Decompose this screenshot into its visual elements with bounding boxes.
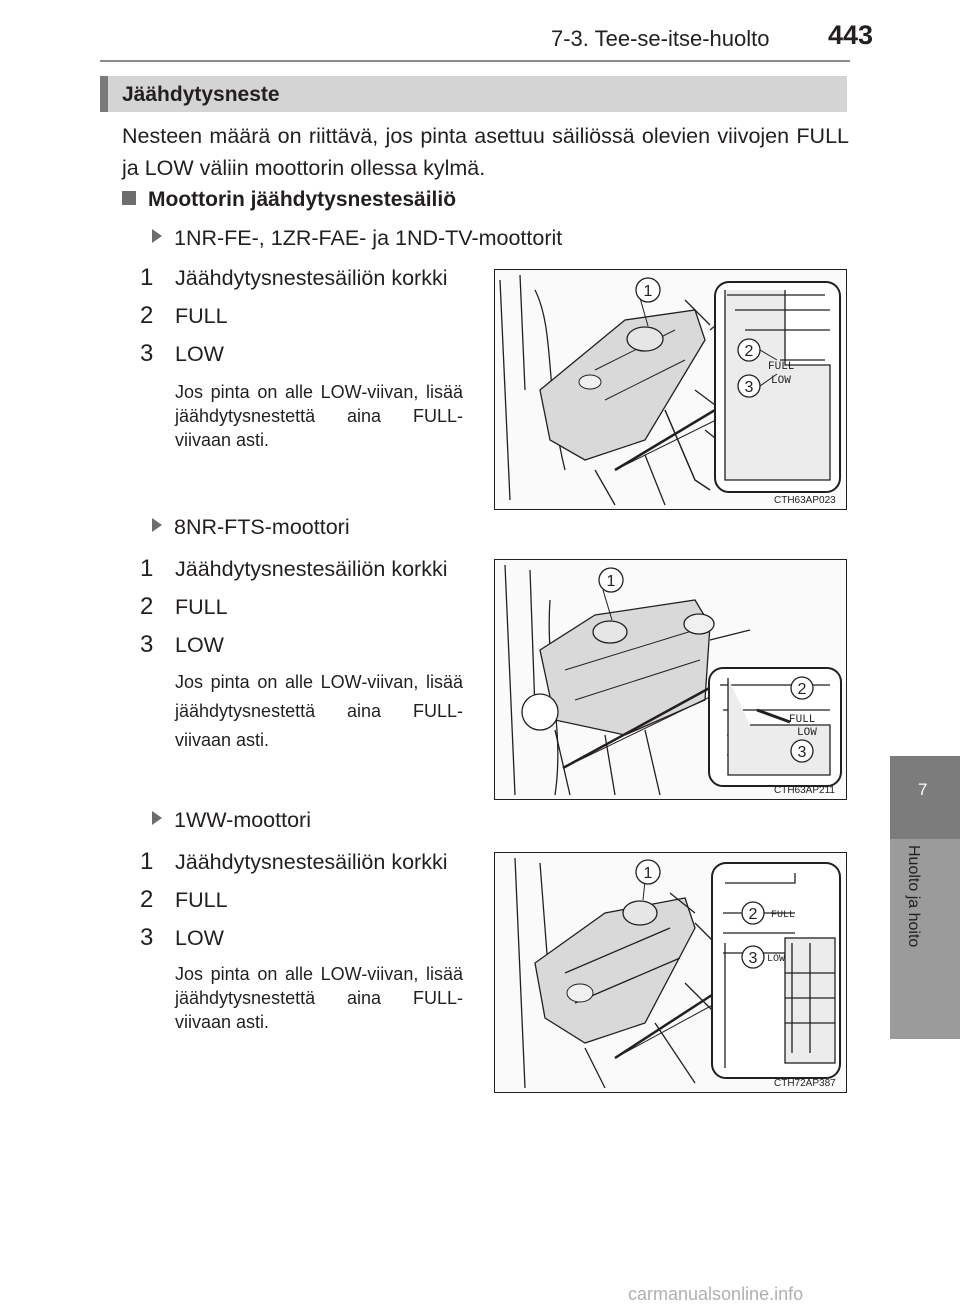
full-mark-label: FULL	[768, 361, 794, 373]
figure-callout: 3	[745, 379, 754, 396]
figure-callout: 2	[749, 906, 758, 923]
figure-code: CTH63AP211	[774, 785, 835, 796]
engine-figure-2: 1 2 3 FULL LOW CTH63AP211	[494, 559, 847, 800]
variant-title: 1WW-moottori	[174, 808, 311, 832]
chapter-label: Huolto ja hoito	[905, 845, 922, 948]
section-bar-accent	[100, 76, 108, 112]
low-mark-label: LOW	[771, 375, 791, 387]
note-text: Jos pinta on alle LOW-viivan, lisää jääh…	[175, 964, 463, 1032]
variant-title: 1NR-FE-, 1ZR-FAE- ja 1ND-TV-moottorit	[174, 226, 563, 250]
item-label: FULL	[175, 595, 228, 619]
figure-callout: 2	[745, 343, 754, 360]
item-number: 3	[140, 631, 154, 658]
variant-heading: 8NR-FTS-moottori	[152, 515, 350, 540]
engine-figure-3: 1 2 3 FULL LOW CTH72AP387	[494, 852, 847, 1093]
item-label: FULL	[175, 304, 228, 328]
full-mark-label: FULL	[771, 910, 795, 921]
figure-callout: 2	[798, 681, 807, 698]
subheading: Moottorin jäähdytysnestesäiliö	[122, 188, 456, 212]
item-number: 2	[140, 886, 154, 913]
triangle-bullet-icon	[152, 811, 162, 825]
variant-heading: 1WW-moottori	[152, 808, 311, 833]
item-number: 2	[140, 593, 154, 620]
note-text: Jos pinta on alle LOW-viivan, lisää jääh…	[175, 382, 463, 450]
header-section-title: 7-3. Tee-se-itse-huolto	[551, 26, 770, 51]
figure-callout: 3	[749, 950, 758, 967]
figure-code: CTH72AP387	[774, 1078, 836, 1089]
item-label: LOW	[175, 926, 224, 950]
section-title: Jäähdytysneste	[122, 83, 280, 106]
triangle-bullet-icon	[152, 229, 162, 243]
item-number: 3	[140, 340, 154, 367]
item-number: 1	[140, 264, 154, 291]
triangle-bullet-icon	[152, 518, 162, 532]
subheading-text: Moottorin jäähdytysnestesäiliö	[148, 188, 457, 211]
watermark: carmanualsonline.info	[628, 1284, 804, 1304]
low-mark-label: LOW	[767, 954, 785, 965]
figure-callout: 1	[644, 865, 653, 882]
item-label: FULL	[175, 888, 228, 912]
page-number: 443	[828, 20, 874, 50]
low-mark-label: LOW	[797, 727, 817, 739]
figure-code: CTH63AP023	[774, 495, 836, 506]
item-number: 1	[140, 848, 154, 875]
item-number: 1	[140, 555, 154, 582]
engine-illustration: 1 2 3 FULL LOW CTH72AP387	[514, 857, 841, 1089]
chapter-tab: 7	[890, 756, 960, 839]
chapter-number: 7	[918, 780, 928, 799]
variant-heading: 1NR-FE-, 1ZR-FAE- ja 1ND-TV-moottorit	[152, 226, 562, 251]
item-label: LOW	[175, 633, 224, 657]
figure-callout: 1	[607, 573, 616, 590]
item-label: Jäähdytysnestesäiliön korkki	[175, 266, 448, 290]
figure-callout: 3	[798, 744, 807, 761]
variant-title: 8NR-FTS-moottori	[174, 515, 350, 539]
full-mark-label: FULL	[789, 714, 815, 726]
item-number: 2	[140, 302, 154, 329]
note-text: Jos pinta on alle LOW-viivan, lisää jääh…	[175, 672, 463, 750]
intro-paragraph: Nesteen määrä on riittävä, jos pinta ase…	[122, 124, 849, 180]
section-title-bar: Jäähdytysneste	[100, 76, 847, 112]
header-divider	[100, 60, 850, 62]
chapter-tab-band	[890, 839, 960, 1039]
item-number: 3	[140, 924, 154, 951]
figure-callout: 1	[644, 283, 653, 300]
engine-figure-1: 1 2 3 FULL LOW CTH63AP023	[494, 269, 847, 510]
engine-illustration: 1 2 3 FULL LOW CTH63AP023	[499, 274, 841, 506]
item-label: Jäähdytysnestesäiliön korkki	[175, 557, 448, 581]
square-bullet-icon	[122, 191, 136, 205]
item-label: Jäähdytysnestesäiliön korkki	[175, 850, 448, 874]
engine-illustration: 1 2 3 FULL LOW CTH63AP211	[504, 564, 842, 796]
item-label: LOW	[175, 342, 224, 366]
